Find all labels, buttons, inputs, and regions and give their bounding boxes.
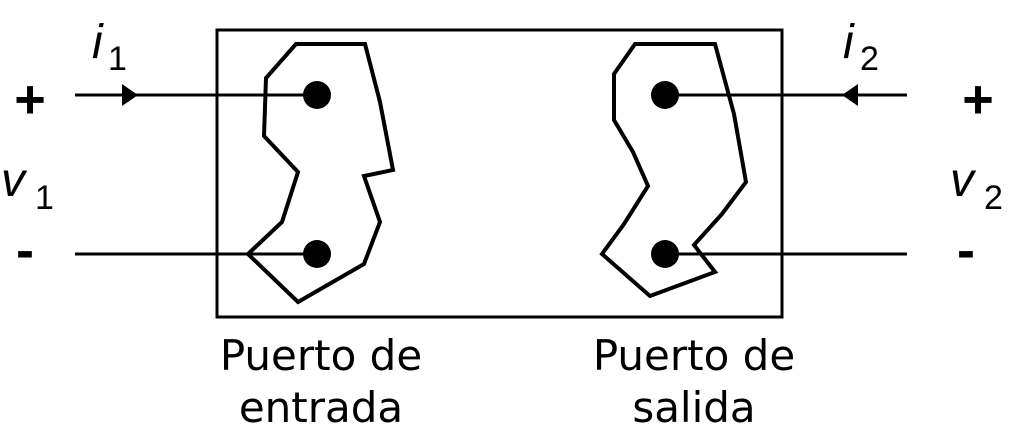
v1-label: v bbox=[1, 154, 28, 207]
input-minus-sign: - bbox=[16, 220, 34, 280]
output-bottom-terminal bbox=[651, 240, 679, 268]
input-port-outline bbox=[245, 42, 396, 305]
input-port-caption-line1: Puerto de bbox=[220, 331, 422, 380]
input-plus-sign: + bbox=[14, 69, 46, 129]
input-top-terminal bbox=[303, 81, 331, 109]
output-port-caption-line1: Puerto de bbox=[593, 331, 795, 380]
output-top-terminal bbox=[651, 81, 679, 109]
output-plus-sign: + bbox=[962, 69, 994, 129]
i1-arrow-icon bbox=[122, 84, 138, 106]
v2-subscript: 2 bbox=[984, 179, 1003, 217]
input-bottom-terminal bbox=[303, 240, 331, 268]
v2-label: v bbox=[950, 154, 977, 207]
i2-arrow-icon bbox=[842, 84, 858, 106]
input-port-caption-line2: entrada bbox=[239, 383, 403, 432]
output-port-caption-line2: salida bbox=[632, 383, 755, 432]
i1-label: i bbox=[92, 16, 104, 69]
output-minus-sign: - bbox=[957, 220, 975, 280]
i1-subscript: 1 bbox=[108, 40, 127, 78]
i2-subscript: 2 bbox=[860, 40, 879, 78]
network-box bbox=[215, 28, 784, 319]
v1-subscript: 1 bbox=[35, 179, 54, 217]
i2-label: i bbox=[843, 16, 855, 69]
output-port-outline bbox=[599, 42, 749, 299]
